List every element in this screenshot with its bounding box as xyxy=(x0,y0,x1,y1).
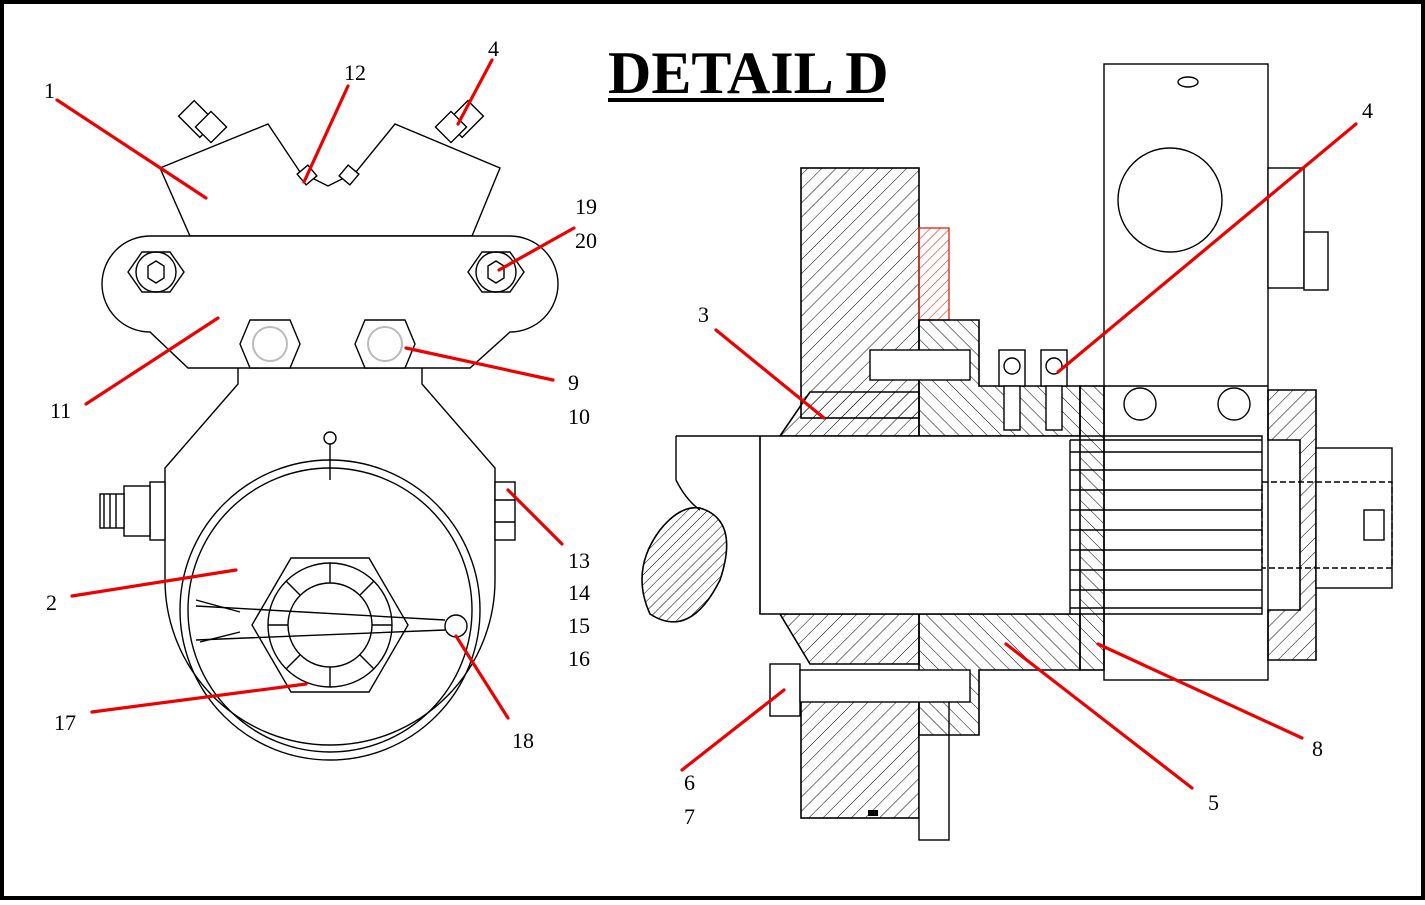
castle-nut-slots xyxy=(268,563,392,687)
end-cap-section xyxy=(1267,389,1317,661)
mount-bolt-shank xyxy=(799,669,971,703)
callout-8: 8 xyxy=(1312,736,1323,761)
callout-3: 3 xyxy=(698,302,709,327)
callout-18: 18 xyxy=(512,728,534,753)
camshaft-break-top xyxy=(675,436,701,511)
grease-fitting-left xyxy=(177,99,228,144)
callout-1: 1 xyxy=(44,78,55,103)
shaft-bore xyxy=(287,582,373,668)
grease-fitting-section-1 xyxy=(998,349,1026,431)
bracket-mark xyxy=(868,810,878,816)
callout-19: 19 xyxy=(575,194,597,219)
retaining-pin xyxy=(869,349,971,381)
callout-7: 7 xyxy=(684,804,695,829)
adjuster-link-bar xyxy=(101,235,559,369)
camshaft-break-section xyxy=(641,506,728,623)
callout-4-right: 4 xyxy=(1362,98,1373,123)
callout-13: 13 xyxy=(568,548,590,573)
adjuster-nut-left xyxy=(239,319,301,369)
slack-adjuster-front-view xyxy=(99,99,559,761)
callout-6: 6 xyxy=(684,770,695,795)
seal-lower xyxy=(778,613,920,665)
callout-2: 2 xyxy=(46,590,57,615)
callout-15: 15 xyxy=(568,613,590,638)
callout-20: 20 xyxy=(575,228,597,253)
housing-hole-top xyxy=(1177,76,1199,88)
cotter-pin xyxy=(195,599,468,643)
housing-side-lug xyxy=(1267,167,1305,289)
housing-side-bolt xyxy=(1303,231,1329,291)
detail-title: DETAIL D xyxy=(608,40,889,106)
washer-section xyxy=(1079,385,1105,671)
callout-17: 17 xyxy=(54,710,76,735)
grease-fitting-section-2 xyxy=(1040,349,1068,431)
side-fitting-left xyxy=(99,481,166,541)
spacer-red-section xyxy=(918,227,950,321)
end-cotter xyxy=(1363,509,1385,541)
link-bolt-left xyxy=(127,251,185,293)
callout-4-left: 4 xyxy=(488,36,499,61)
camshaft-section-view xyxy=(641,63,1393,841)
housing-bore xyxy=(1117,147,1223,253)
callout-11: 11 xyxy=(50,398,71,423)
housing-hole-right xyxy=(1217,387,1251,421)
leader-lines xyxy=(55,58,1358,790)
callout-5: 5 xyxy=(1208,790,1219,815)
adjuster-housing xyxy=(1103,63,1269,681)
callout-9: 9 xyxy=(568,370,579,395)
adjuster-nut-right xyxy=(354,319,416,369)
callout-12: 12 xyxy=(344,60,366,85)
adjuster-arm xyxy=(164,368,496,746)
link-bolt-right xyxy=(467,251,525,293)
callout-10: 10 xyxy=(568,404,590,429)
callout-16: 16 xyxy=(568,646,590,671)
grease-nipple-right xyxy=(338,164,360,186)
bracket-lower-section xyxy=(800,699,920,819)
end-nut-thread xyxy=(1261,481,1393,569)
callout-14: 14 xyxy=(568,580,590,605)
side-bolt-right xyxy=(494,481,516,541)
housing-hole-left xyxy=(1123,387,1157,421)
callout-labels: 1 12 4 19 20 9 10 11 13 14 15 16 2 17 18… xyxy=(44,36,1373,829)
camshaft xyxy=(676,435,1263,615)
indicator-pin-head xyxy=(323,431,337,445)
